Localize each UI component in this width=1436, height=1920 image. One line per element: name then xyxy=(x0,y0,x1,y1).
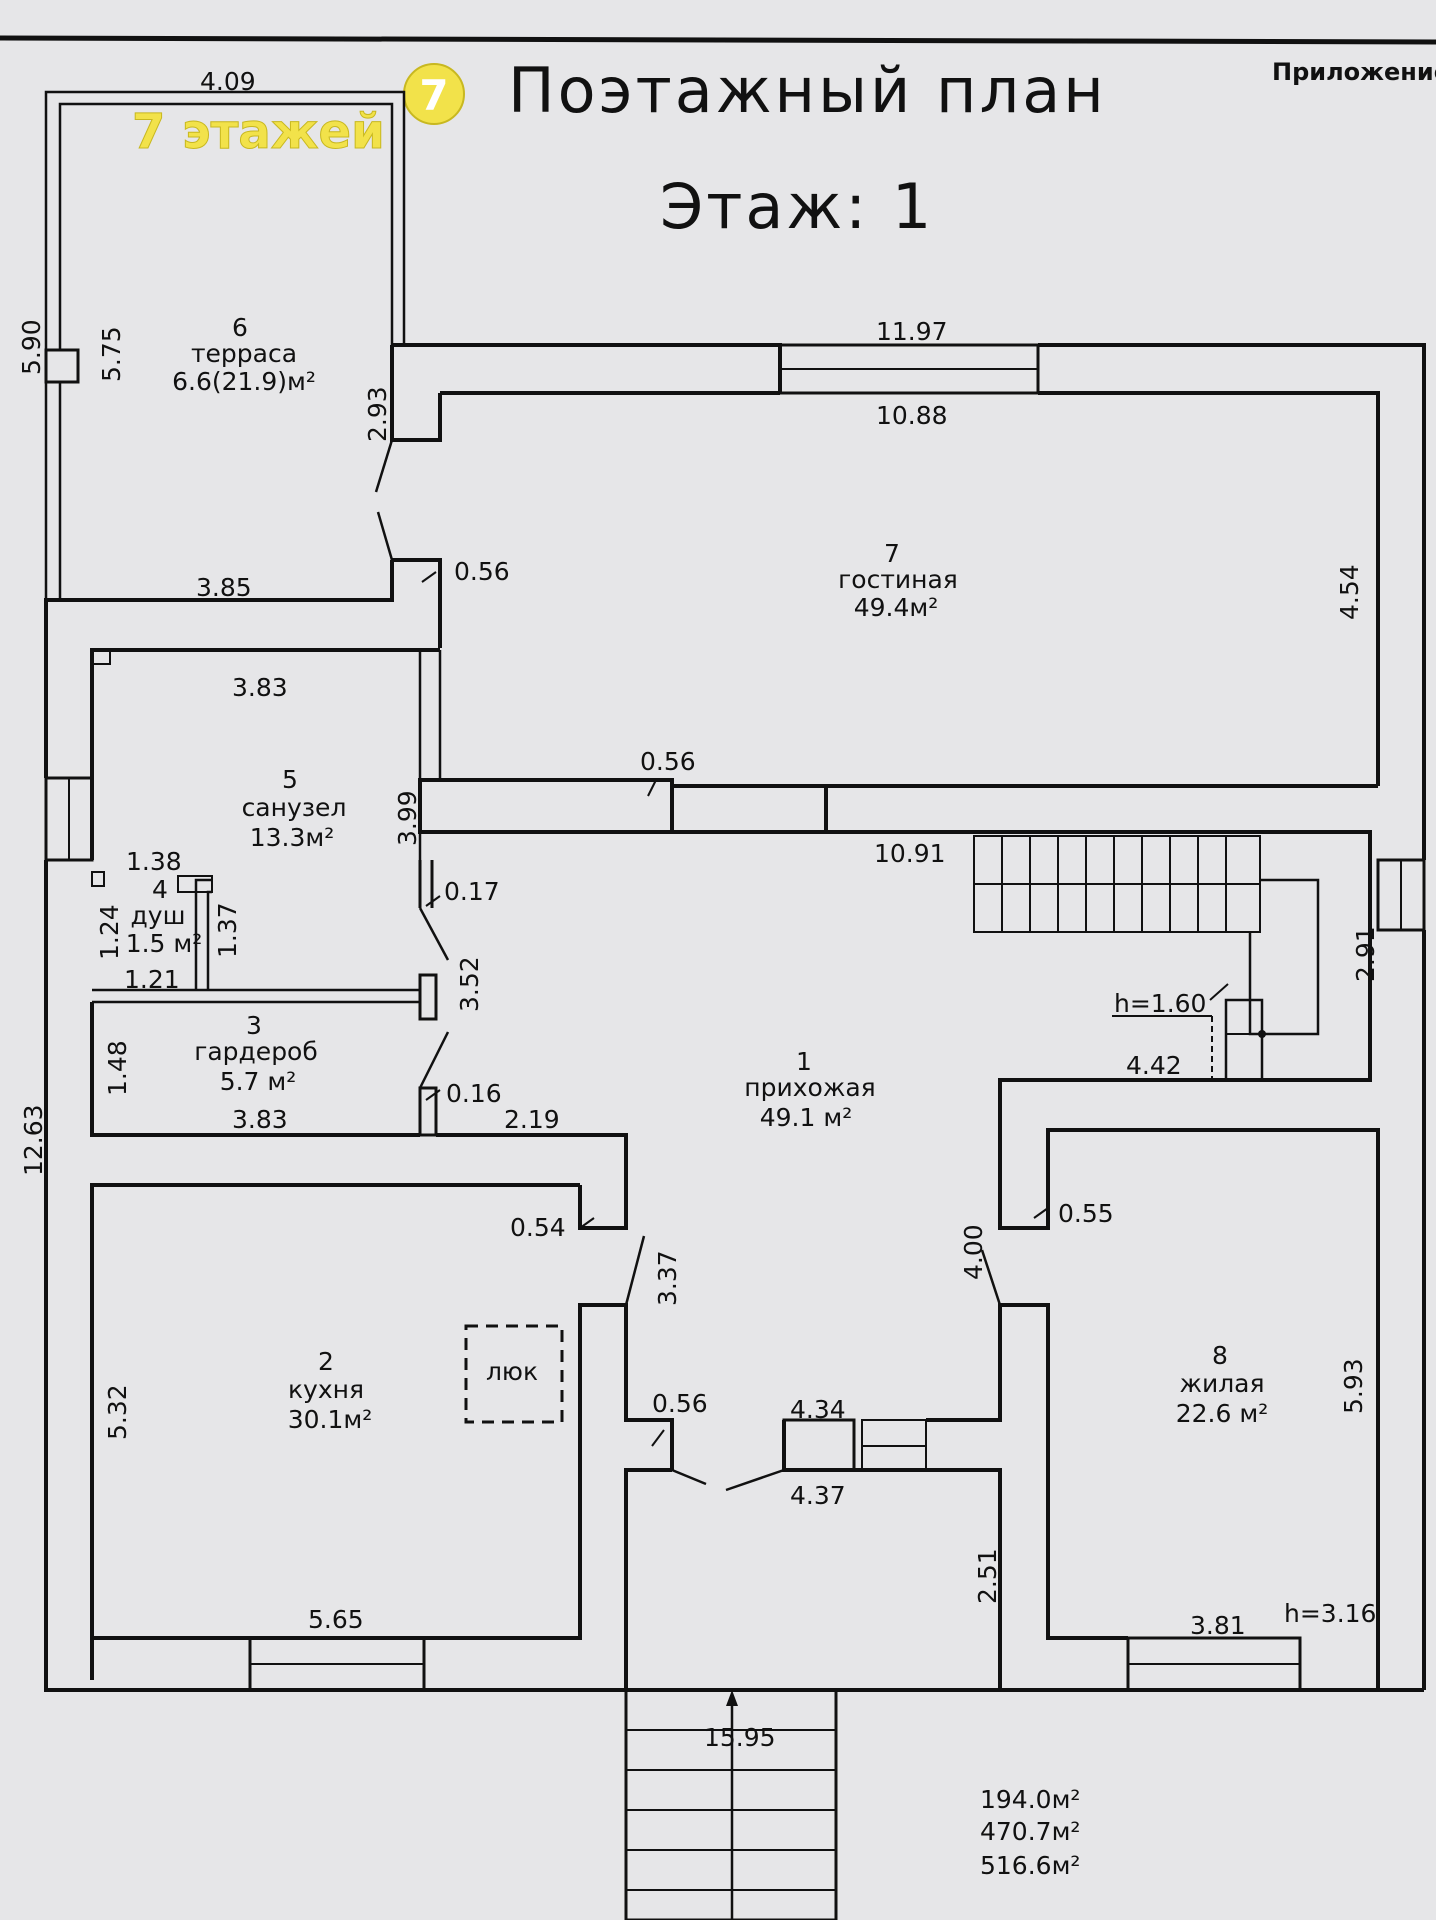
room-6-label: 6 терраса 6.6(21.9)м² xyxy=(172,313,316,396)
room-7-label: 7 гостиная 49.4м² xyxy=(838,539,958,622)
dim-label: 11.97 xyxy=(876,317,948,346)
total-2: 470.7м² xyxy=(980,1817,1080,1846)
svg-text:гардероб: гардероб xyxy=(194,1037,318,1066)
dim-label: 1.21 xyxy=(124,965,180,994)
svg-text:49.1 м²: 49.1 м² xyxy=(760,1103,853,1132)
svg-text:8: 8 xyxy=(1212,1341,1228,1370)
svg-text:1.5 м²: 1.5 м² xyxy=(126,929,203,958)
svg-text:1: 1 xyxy=(796,1047,812,1076)
page-border xyxy=(0,35,1436,45)
floor-title: Этаж: 1 xyxy=(660,170,934,243)
dim-label: 0.17 xyxy=(444,877,500,906)
svg-text:7: 7 xyxy=(884,539,900,568)
svg-text:22.6 м²: 22.6 м² xyxy=(1176,1399,1269,1428)
total-1: 194.0м² xyxy=(980,1785,1080,1814)
svg-text:прихожая: прихожая xyxy=(744,1073,875,1102)
dim-label: 0.56 xyxy=(454,557,510,586)
svg-text:санузел: санузел xyxy=(242,793,347,822)
corner-note: Приложение xyxy=(1272,58,1436,86)
svg-text:3: 3 xyxy=(246,1011,262,1040)
stair-height: h=1.60 xyxy=(1114,989,1206,1018)
dim-label: 4.42 xyxy=(1126,1051,1182,1080)
watermark-logo-glyph: 7 xyxy=(419,71,448,120)
hatch-label: люк xyxy=(486,1357,538,1386)
dim-label: 0.56 xyxy=(652,1389,708,1418)
room8-height: h=3.16 xyxy=(1284,1599,1376,1628)
dim-label: 3.52 xyxy=(455,956,484,1012)
dim-label: 4.54 xyxy=(1335,564,1364,620)
dim-label: 4.00 xyxy=(959,1224,988,1280)
svg-text:6: 6 xyxy=(232,313,248,342)
dim-label: 3.37 xyxy=(653,1250,682,1306)
dim-label: 0.54 xyxy=(510,1213,566,1242)
dim-label: 2.19 xyxy=(504,1105,560,1134)
dim-label: 5.93 xyxy=(1339,1358,1368,1414)
dim-label: 5.90 xyxy=(17,319,46,375)
total-3: 516.6м² xyxy=(980,1851,1080,1880)
dim-label: 1.38 xyxy=(126,847,182,876)
room-2-label: 2 кухня 30.1м² xyxy=(288,1347,373,1434)
dim-label: 3.83 xyxy=(232,673,288,702)
svg-text:5.7 м²: 5.7 м² xyxy=(220,1067,297,1096)
svg-text:2: 2 xyxy=(318,1347,334,1376)
hatch xyxy=(464,1324,564,1424)
dim-label: 0.56 xyxy=(640,747,696,776)
dim-label: 4.09 xyxy=(200,67,256,96)
svg-text:6.6(21.9)м²: 6.6(21.9)м² xyxy=(172,367,316,396)
area-totals: 194.0м² 470.7м² 516.6м² xyxy=(980,1785,1080,1880)
plan-title: Поэтажный план xyxy=(508,54,1107,127)
dim-label: 12.63 xyxy=(19,1104,48,1176)
dim-label: 2.91 xyxy=(1351,926,1380,982)
room-4-label: 4 душ 1.5 м² xyxy=(126,875,203,958)
svg-text:30.1м²: 30.1м² xyxy=(288,1405,373,1434)
watermark: 7 этажей 7 xyxy=(132,63,465,161)
dim-label: 5.75 xyxy=(97,326,126,382)
room-1-label: 1 прихожая 49.1 м² xyxy=(744,1047,875,1132)
dim-label: 5.32 xyxy=(103,1384,132,1440)
svg-text:жилая: жилая xyxy=(1179,1369,1264,1398)
svg-text:кухня: кухня xyxy=(288,1375,364,1404)
svg-text:терраса: терраса xyxy=(191,339,297,368)
dim-label: 10.91 xyxy=(874,839,946,868)
dim-label: 1.37 xyxy=(213,902,242,958)
dim-label: 5.65 xyxy=(308,1605,364,1634)
dim-label: 1.48 xyxy=(103,1040,132,1096)
svg-text:13.3м²: 13.3м² xyxy=(250,823,335,852)
dim-label: 3.99 xyxy=(393,790,422,846)
room-5-label: 5 санузел 13.3м² xyxy=(242,765,347,852)
svg-text:49.4м²: 49.4м² xyxy=(854,593,939,622)
dim-label: 3.85 xyxy=(196,573,252,602)
dim-label: 3.81 xyxy=(1190,1611,1246,1640)
dim-label: 0.55 xyxy=(1058,1199,1114,1228)
room-3-label: 3 гардероб 5.7 м² xyxy=(194,1011,318,1096)
room-8-label: 8 жилая 22.6 м² xyxy=(1176,1341,1269,1428)
dim-label: 10.88 xyxy=(876,401,948,430)
dim-label: 0.16 xyxy=(446,1079,502,1108)
dim-label: 2.93 xyxy=(363,386,392,442)
walls xyxy=(44,90,1426,1920)
watermark-text: 7 этажей xyxy=(132,104,385,160)
dim-label: 4.34 xyxy=(790,1395,846,1424)
svg-text:4: 4 xyxy=(152,875,168,904)
dim-label: 4.37 xyxy=(790,1481,846,1510)
svg-text:гостиная: гостиная xyxy=(838,565,958,594)
svg-text:душ: душ xyxy=(131,901,186,930)
dim-label: 2.51 xyxy=(973,1548,1002,1604)
dim-label: 3.83 xyxy=(232,1105,288,1134)
dim-label: 1.24 xyxy=(95,904,124,960)
dim-label: 15.95 xyxy=(704,1723,776,1752)
dimensions: 4.09 5.90 5.75 2.93 3.85 0.56 11.97 10.8… xyxy=(17,67,1380,1752)
svg-text:5: 5 xyxy=(282,765,298,794)
